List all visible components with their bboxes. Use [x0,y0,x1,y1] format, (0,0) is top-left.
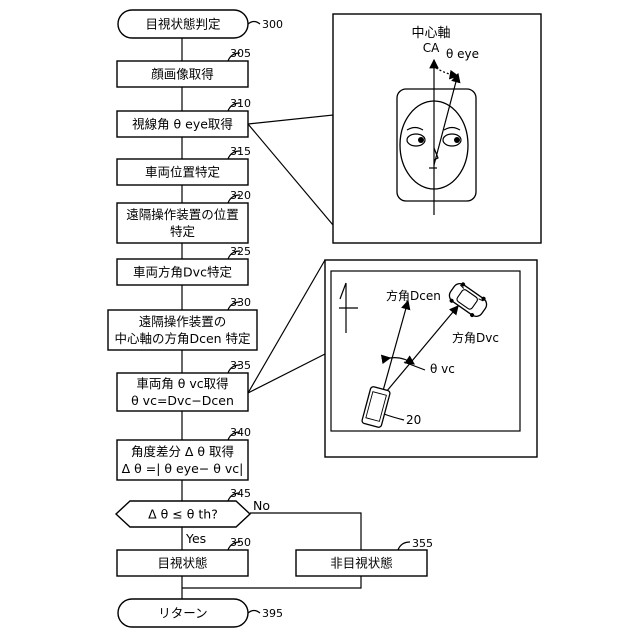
step-305-label: 顔画像取得 [151,67,214,82]
step-355-box: 非目視状態 [296,550,427,576]
ref-330: 330 [230,296,251,309]
vehicle-panel: 方角Dcen 方角Dvc θ vc 20 [325,260,537,457]
step-335-label-line2: θ vc=Dvc−Dcen [131,393,234,408]
start-terminal: 目視状態判定 [118,10,248,38]
central-axis-label: 中心軸 [411,26,450,41]
callout-lines [248,115,333,393]
ref-335: 335 [230,359,251,372]
dvc-label: 方角Dvc [452,330,499,345]
step-315-label: 車両位置特定 [145,165,220,180]
ref-345: 345 [230,487,251,500]
ref-310: 310 [230,97,251,110]
step-340-label-line1: 角度差分 Δ θ 取得 [131,444,234,459]
step-325-label: 車両方角Dvc特定 [133,265,232,280]
step-320-label-line1: 遠隔操作装置の位置 [126,207,239,222]
step-335-label-line1: 車両角 θ vc取得 [136,376,228,391]
end-terminal: リターン [118,599,248,627]
step-315-box: 車両位置特定 [117,159,248,185]
yes-label: Yes [185,531,206,546]
step-355-label: 非目視状態 [330,556,393,571]
theta-eye-label: θ eye [446,47,479,61]
ref-315: 315 [230,145,251,158]
decision-label: Δ θ ≤ θ th? [148,507,218,522]
ref-350: 350 [230,536,251,549]
device-ref-label: 20 [406,413,421,427]
step-350-label: 目視状態 [157,556,207,571]
decision-345: Δ θ ≤ θ th? [116,501,250,527]
ref-325: 325 [230,245,251,258]
axis-ca-label: CA [423,41,440,55]
theta-vc-label: θ vc [430,362,455,376]
face-frame-icon [397,89,476,201]
step-340-label-line2: Δ θ =| θ eye− θ vc| [122,461,244,476]
step-330-box: 遠隔操作装置の 中心軸の方角Dcen 特定 [108,310,257,350]
ref-300: 300 [262,18,283,31]
ref-355: 355 [412,537,433,550]
step-325-box: 車両方角Dvc特定 [117,259,248,285]
step-320-box: 遠隔操作装置の位置 特定 [117,203,248,243]
face-panel: 中心軸 CA θ eye [333,14,541,243]
ref-305: 305 [230,47,251,60]
step-335-box: 車両角 θ vc取得 θ vc=Dvc−Dcen [117,373,248,411]
step-305-box: 顔画像取得 [117,61,248,87]
end-label: リターン [158,606,207,621]
ref-320: 320 [230,189,251,202]
ref-395: 395 [262,607,283,620]
step-330-label-line2: 中心軸の方角Dcen 特定 [114,331,250,346]
no-label: No [253,498,270,513]
start-label: 目視状態判定 [145,17,220,32]
step-330-label-line1: 遠隔操作装置の [139,314,227,329]
step-310-label: 視線角 θ eye取得 [132,117,233,132]
step-340-box: 角度差分 Δ θ 取得 Δ θ =| θ eye− θ vc| [117,440,248,480]
step-310-box: 視線角 θ eye取得 [117,111,248,137]
step-350-box: 目視状態 [117,550,248,576]
ref-340: 340 [230,426,251,439]
step-320-label-line2: 特定 [170,224,195,239]
dcen-label: 方角Dcen [386,288,441,303]
